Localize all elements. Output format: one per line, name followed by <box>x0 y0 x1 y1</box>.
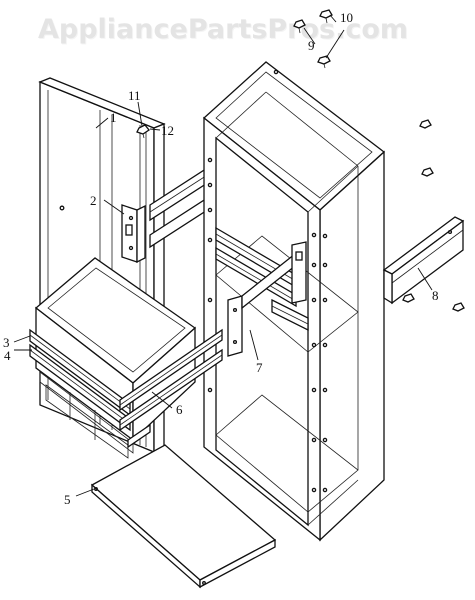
drawer-assembly <box>29 257 197 459</box>
callout-6: 6 <box>176 402 183 417</box>
callout-10: 10 <box>340 10 353 25</box>
callout-3: 3 <box>3 335 10 350</box>
leader-lines <box>13 14 433 497</box>
callout-2: 2 <box>90 193 97 208</box>
cabinet-enclosure <box>202 61 386 542</box>
mounting-bracket <box>121 204 146 264</box>
callout-12: 12 <box>161 123 174 138</box>
watermark-logo: AppliancePartsPros.com <box>38 14 409 45</box>
bottom-panel <box>90 444 277 589</box>
callout-11: 11 <box>128 88 141 103</box>
callout-7: 7 <box>256 360 263 375</box>
callout-8: 8 <box>432 288 439 303</box>
drawer-slides <box>119 328 223 449</box>
callout-5: 5 <box>64 492 71 507</box>
callout-4: 4 <box>4 348 11 363</box>
side-rail <box>382 216 465 305</box>
callout-9: 9 <box>308 38 315 53</box>
center-bracket <box>227 241 307 357</box>
callout-1: 1 <box>110 110 117 125</box>
screws <box>136 9 465 312</box>
